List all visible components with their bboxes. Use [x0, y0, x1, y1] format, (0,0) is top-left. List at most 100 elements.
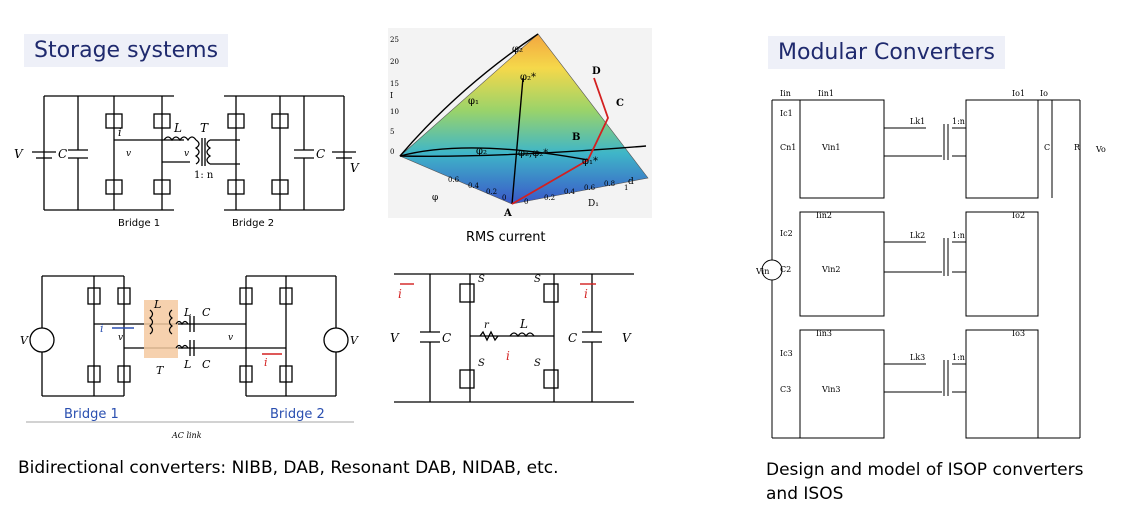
io1-label: Io1: [1012, 89, 1025, 98]
lk2-label: Lk2: [910, 231, 925, 240]
point-c-label: C: [616, 98, 624, 109]
x-tick: 0: [502, 194, 506, 202]
y-axis-label: I: [390, 91, 393, 100]
point-b-label: B: [572, 132, 580, 143]
isop-schematic: Iin Iin1 Io1 Io Vo C R Ic1 Cn1 Vin1 Lk1 …: [756, 89, 1106, 439]
modular-caption-line2: and ISOS: [766, 484, 844, 504]
v2-label: V: [350, 161, 360, 175]
dab-schematic: V C C V L T 1: n i v v Bridge 1 Bridge 2: [14, 95, 360, 229]
t-label: T: [156, 364, 165, 377]
v22-label: v: [184, 149, 189, 159]
x2-tick: 0.6: [584, 184, 596, 192]
region-label: φ₁*: [582, 156, 598, 167]
v11-label: v: [118, 333, 123, 343]
bridge2-label: Bridge 2: [270, 407, 325, 422]
point-d-label: D: [592, 66, 601, 77]
x2-tick: 0.8: [604, 180, 615, 188]
l1-label: L: [183, 306, 191, 319]
bridge2-label: Bridge 2: [232, 218, 274, 229]
io3-label: Io3: [1012, 329, 1025, 338]
c3-label: C3: [780, 385, 791, 394]
point-a-label: A: [503, 208, 512, 218]
il-label: i: [118, 126, 122, 139]
s2bar-label: S: [534, 274, 541, 285]
s2-label: S: [534, 358, 541, 369]
iin3-label: Iin3: [816, 329, 832, 338]
x2-tick: 0: [524, 198, 528, 206]
lm-label: L: [153, 298, 161, 311]
inductor-label: L: [173, 121, 182, 135]
c2-label: C: [316, 147, 325, 161]
io-label: Io: [1040, 89, 1048, 98]
nibb-schematic: i i V V r L i C C S S S S: [390, 273, 634, 403]
ic2-label: Ic2: [780, 229, 793, 238]
v22-label: v: [228, 333, 233, 343]
c2-label: C: [568, 331, 577, 345]
vin1-label: Vin1: [821, 143, 840, 152]
vo-label: Vo: [1095, 145, 1106, 154]
x2-tick: 0.4: [564, 188, 576, 196]
modular-converters-heading: Modular Converters: [768, 36, 1006, 69]
y-tick: 5: [390, 128, 394, 136]
iin-label: Iin: [780, 89, 791, 98]
d1-axis-label: D₁: [588, 199, 599, 209]
rms-current-caption: RMS current: [466, 230, 546, 245]
v1-label: V: [14, 147, 24, 161]
ratio-label: 1:n: [952, 117, 965, 126]
vin-label: V: [390, 331, 400, 345]
x-tick: 0.2: [486, 188, 497, 196]
d-label: d: [628, 177, 634, 187]
il1-label: i: [100, 322, 104, 335]
ratio-label: 1:n: [952, 231, 965, 240]
s1-label: S: [478, 274, 485, 285]
vin-label: Vin: [756, 267, 769, 276]
lk3-label: Lk3: [910, 353, 925, 362]
v2-label: V: [350, 334, 359, 347]
rms-current-surface-plot: φ₁ φ₂ φ₂,φ₂* φ₂ φ₂* φ₁* A B C D I 25 20 …: [388, 28, 652, 218]
turns-ratio-label: 1: n: [194, 170, 214, 181]
y-tick: 15: [390, 80, 399, 88]
region-label: φ₂: [476, 146, 487, 157]
bridge1-label: Bridge 1: [118, 218, 160, 229]
c1-label: C: [58, 147, 67, 161]
resonant-dab-schematic: V V i i L T L L C C v v Bridge 1 Bridge …: [20, 275, 359, 440]
l-label: L: [519, 317, 528, 331]
il-label: i: [506, 349, 510, 363]
transformer-label: T: [200, 121, 209, 135]
storage-systems-heading: Storage systems: [24, 34, 229, 67]
region-label: φ₂,φ₂*: [518, 148, 548, 159]
iin2-label: Iin2: [816, 211, 832, 220]
ac-link-label: AC link: [171, 431, 202, 440]
y-tick: 20: [390, 58, 399, 66]
region-label: φ₁: [468, 96, 479, 107]
x2-tick: 1: [624, 184, 628, 192]
vout-label: V: [622, 331, 632, 345]
ratio-label: 1:n: [952, 353, 965, 362]
iin1-label: Iin1: [818, 89, 834, 98]
y-tick: 10: [390, 108, 399, 116]
y-tick: 0: [390, 148, 394, 156]
c1-label: C: [442, 331, 451, 345]
bridge1-label: Bridge 1: [64, 407, 119, 422]
s1bar-label: S: [478, 358, 485, 369]
l2-label: L: [183, 358, 191, 371]
c2-label: C2: [780, 265, 791, 274]
x-tick: 0.4: [468, 182, 480, 190]
cn1-label: Cn1: [780, 143, 796, 152]
ic1-label: Ic1: [780, 109, 793, 118]
region-label: φ₂*: [520, 72, 536, 83]
ic3-label: Ic3: [780, 349, 793, 358]
lk1-label: Lk1: [910, 117, 925, 126]
vin3-label: Vin3: [821, 385, 840, 394]
y-tick: 25: [390, 36, 399, 44]
c2-label: C: [202, 358, 211, 371]
storage-caption: Bidirectional converters: NIBB, DAB, Res…: [18, 458, 559, 478]
region-label: φ₂: [512, 44, 523, 55]
c-label: C: [1044, 143, 1050, 152]
c1-label: C: [202, 306, 211, 319]
x-axis-label: φ: [432, 193, 438, 203]
rl-label: r: [484, 320, 490, 331]
v1-label: V: [20, 334, 29, 347]
x2-tick: 0.2: [544, 194, 555, 202]
iin-label: i: [398, 287, 402, 301]
